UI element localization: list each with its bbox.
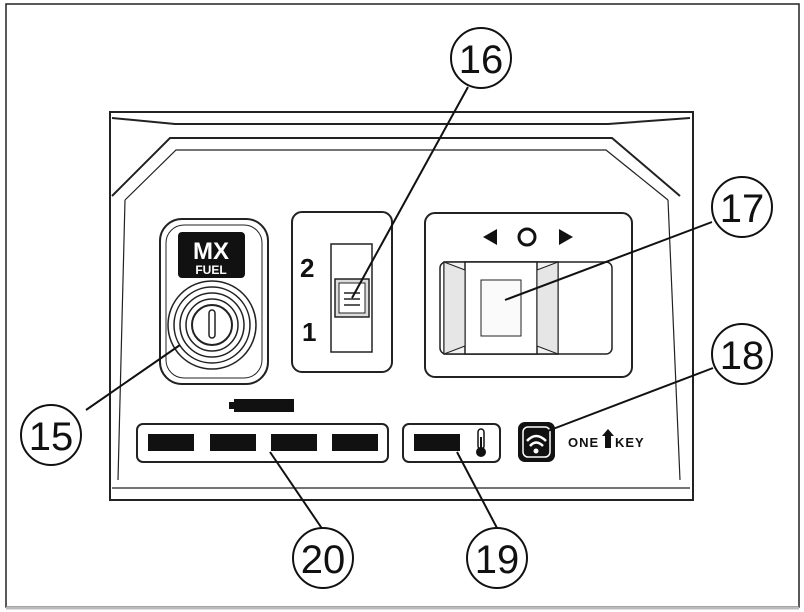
temperature-indicator-module [402,423,501,463]
callout-15: 15 [20,404,82,466]
speed-selector-module: 2 1 [291,211,393,373]
thermometer-icon [476,428,486,457]
power-button-icon [208,309,216,339]
left-arrow-icon [483,229,497,245]
svg-text:15: 15 [29,415,74,459]
svg-text:16: 16 [459,38,504,82]
logo-mx: MX [193,238,229,265]
leader-line-19 [456,451,498,529]
callout-17: 17 [711,176,773,238]
right-arrow-icon [559,229,573,245]
battery-terminal [229,402,235,409]
housing-right-edge [667,199,681,481]
mx-fuel-logo [178,232,245,278]
direction-switch-module [424,212,633,378]
onekey-wireless-icon [526,434,547,454]
onekey-brand-one: ONE [568,435,599,450]
leader-line-15 [85,344,181,411]
fuel-gauge-bezel [136,423,389,463]
leader-line-20 [269,451,324,531]
fuel-gauge-segment [210,434,256,451]
power-button-bezel-inner [165,224,263,379]
leader-line-16 [351,86,469,299]
battery-icon [234,399,294,412]
svg-text:17: 17 [720,187,765,231]
housing-bevel-inner-2 [124,149,669,201]
speed-label-high: 2 [300,253,314,283]
housing-bevel-top [111,117,691,125]
direction-switch-rocker[interactable] [443,261,559,355]
callout-19: 19 [466,527,528,589]
onekey-indicator-inner [522,426,551,458]
fuel-gauge-module [136,399,389,463]
power-button-module: MX FUEL [159,218,269,385]
leader-line-18 [544,367,714,433]
logo-fuel: FUEL [195,263,226,277]
housing-left-edge [117,199,126,481]
temperature-warning-light [414,434,460,451]
housing-bevel-inner [111,137,681,197]
fuel-gauge-segment [332,434,378,451]
svg-text:18: 18 [720,334,765,378]
onekey-brand-key: KEY [615,435,645,450]
fuel-gauge-segment [148,434,194,451]
callout-16: 16 [450,27,512,89]
svg-text:19: 19 [475,538,520,582]
fuel-gauge-segment [271,434,317,451]
neutral-circle-icon [517,227,537,247]
onekey-key-glyph-icon [602,429,614,448]
callout-18: 18 [711,323,773,385]
leader-line-17 [504,221,713,301]
speed-label-low: 1 [302,317,316,347]
callout-20: 20 [292,527,354,589]
power-button[interactable] [167,280,257,370]
svg-text:20: 20 [301,538,346,582]
